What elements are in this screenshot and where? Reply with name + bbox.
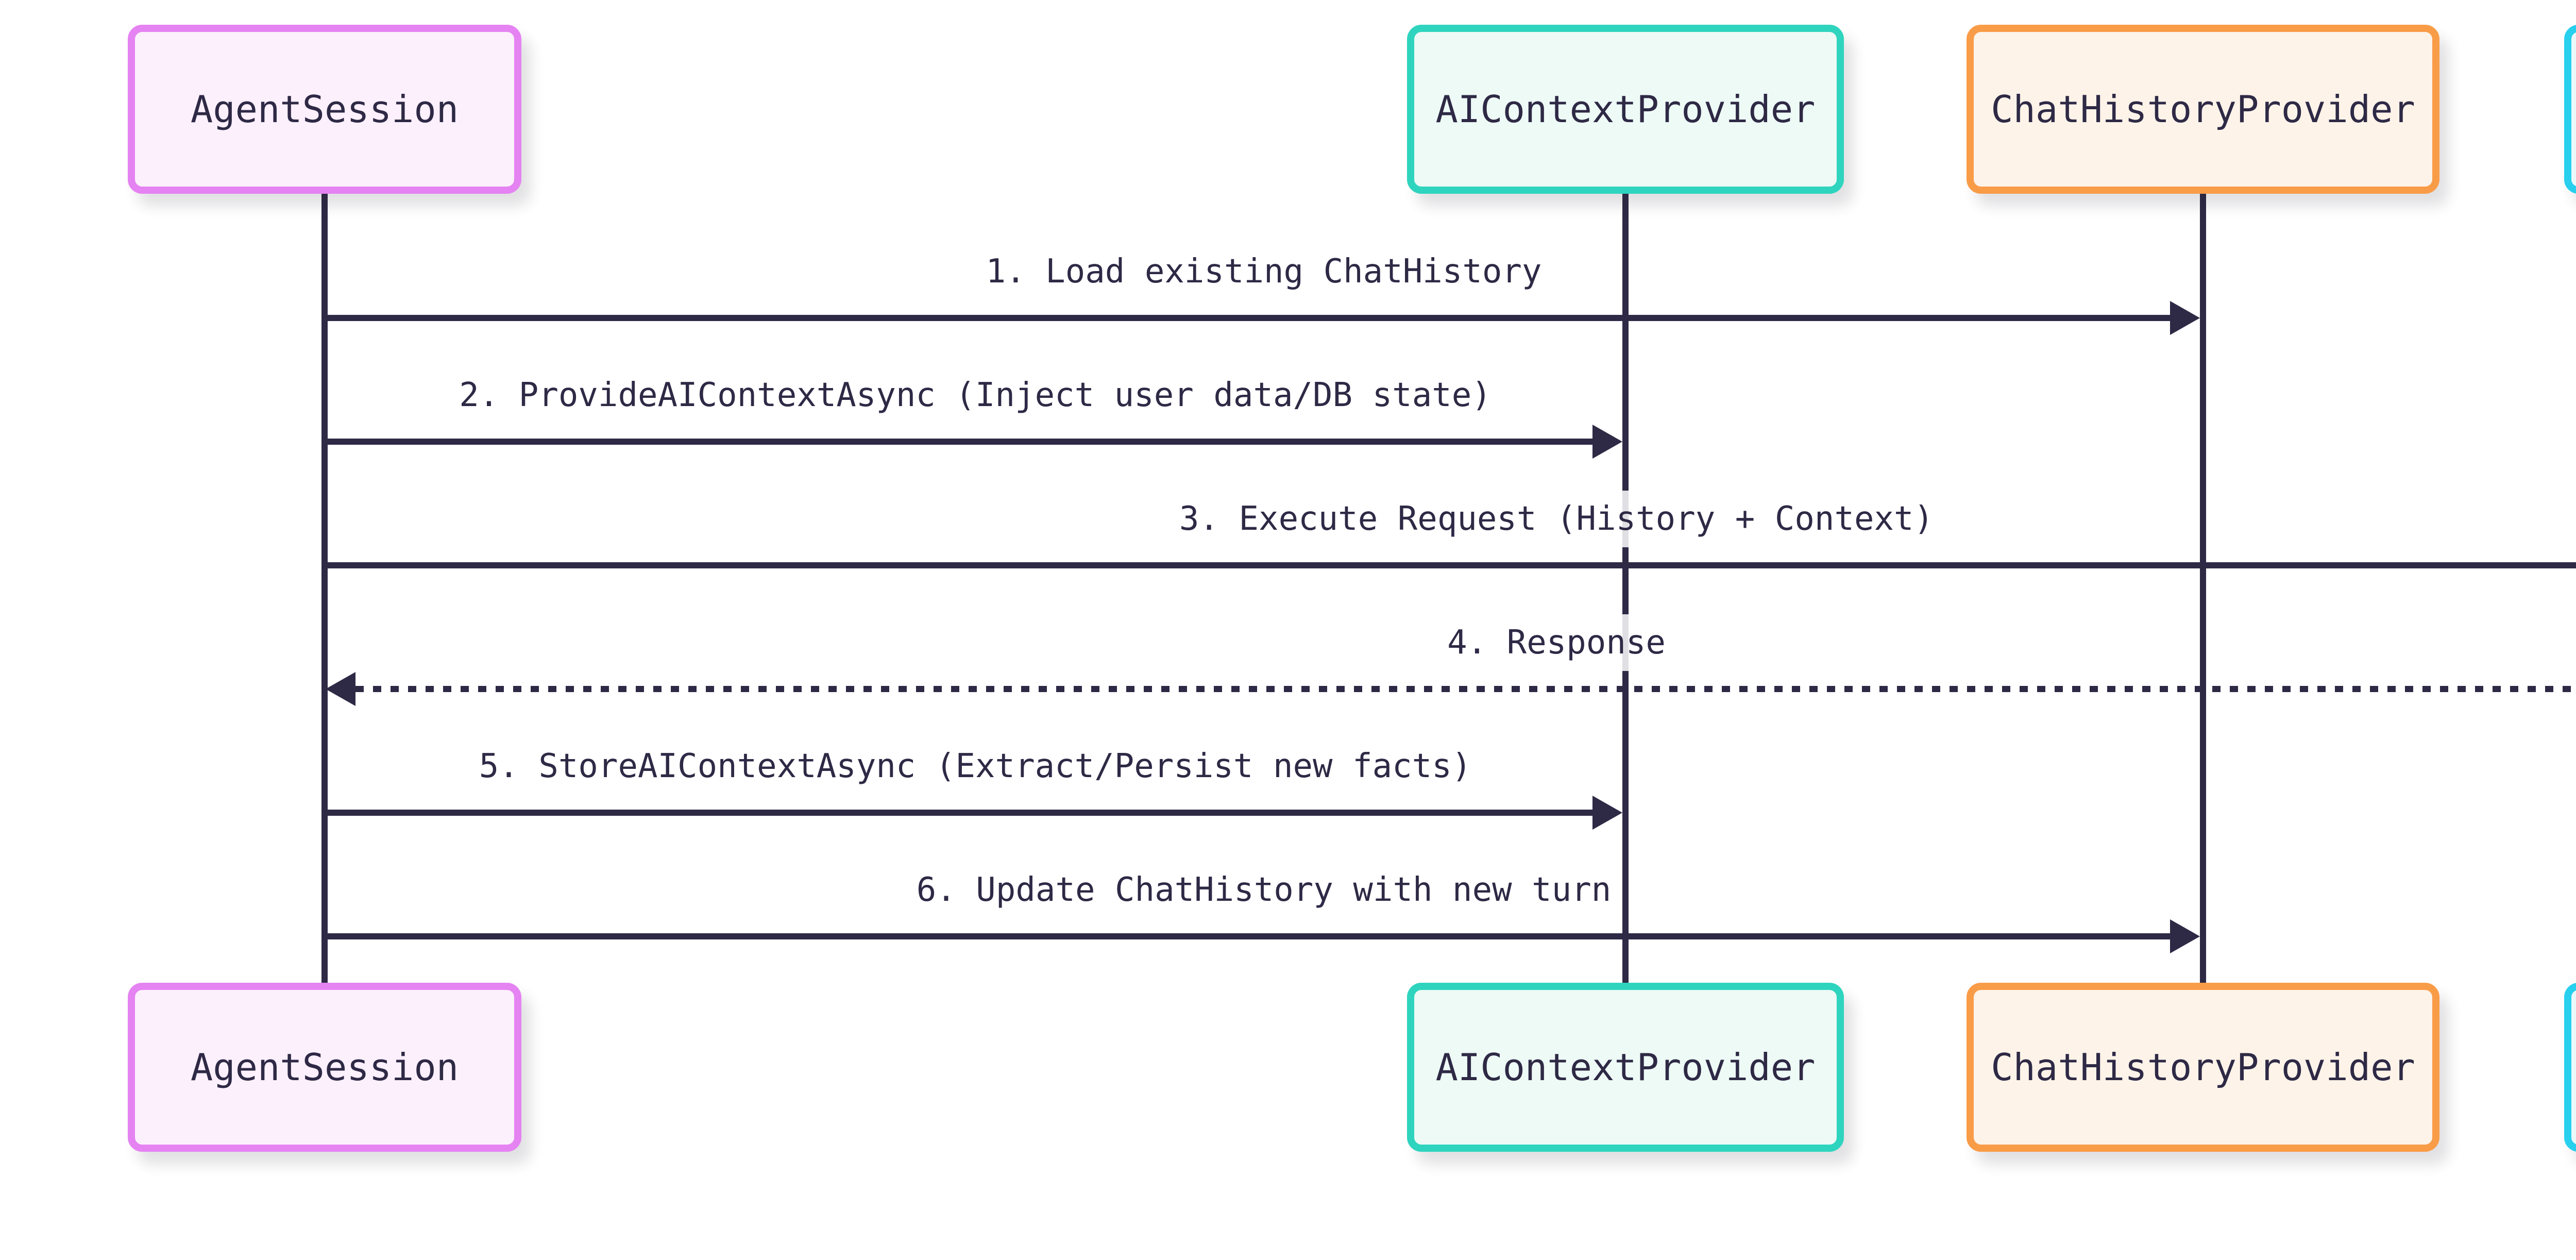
message-3-line [325, 562, 2576, 568]
message-6-arrowhead-icon [2170, 919, 2200, 953]
lifeline-ai-context-provider [1622, 193, 1629, 984]
message-5-arrowhead-icon [1592, 796, 1622, 830]
participant-bottom-chat-history-provider: ChatHistoryProvider [1967, 983, 2439, 1152]
participant-label: ChatHistoryProvider [1991, 1046, 2415, 1089]
participant-label: ChatHistoryProvider [1991, 88, 2415, 131]
lifeline-chat-history-provider [2200, 193, 2206, 984]
message-1-arrowhead-icon [2170, 301, 2200, 335]
participant-top-ai-context-provider: AIContextProvider [1407, 25, 1844, 194]
message-6-line [325, 933, 2172, 939]
message-2-arrowhead-icon [1592, 425, 1622, 459]
message-1-label: 1. Load existing ChatHistory [976, 243, 1551, 300]
message-5-line [325, 810, 1595, 816]
participant-bottom-ichat-client: IChatClient (Model) [2564, 983, 2576, 1152]
message-5-label: 5. StoreAIContextAsync (Extract/Persist … [469, 738, 1481, 795]
participant-top-ichat-client: IChatClient (Model) [2564, 25, 2576, 194]
participant-label: AgentSession [190, 1046, 459, 1089]
lifeline-agent-session [321, 193, 328, 984]
participant-top-agent-session: AgentSession [128, 25, 521, 194]
participant-bottom-agent-session: AgentSession [128, 983, 521, 1152]
message-2-label: 2. ProvideAIContextAsync (Inject user da… [450, 367, 1501, 424]
participant-label: AgentSession [190, 88, 459, 131]
participant-label: AIContextProvider [1435, 88, 1816, 131]
participant-label: AIContextProvider [1435, 1046, 1816, 1089]
message-2-line [325, 439, 1595, 445]
message-6-label: 6. Update ChatHistory with new turn [907, 862, 1621, 918]
message-4-label: 4. Response [1438, 614, 1675, 671]
message-4-arrowhead-icon [326, 672, 355, 706]
participant-bottom-ai-context-provider: AIContextProvider [1407, 983, 1844, 1152]
message-3-label: 3. Execute Request (History + Context) [1170, 491, 1943, 547]
message-1-line [325, 315, 2172, 321]
participant-top-chat-history-provider: ChatHistoryProvider [1967, 25, 2439, 194]
message-4-line [355, 686, 2576, 692]
